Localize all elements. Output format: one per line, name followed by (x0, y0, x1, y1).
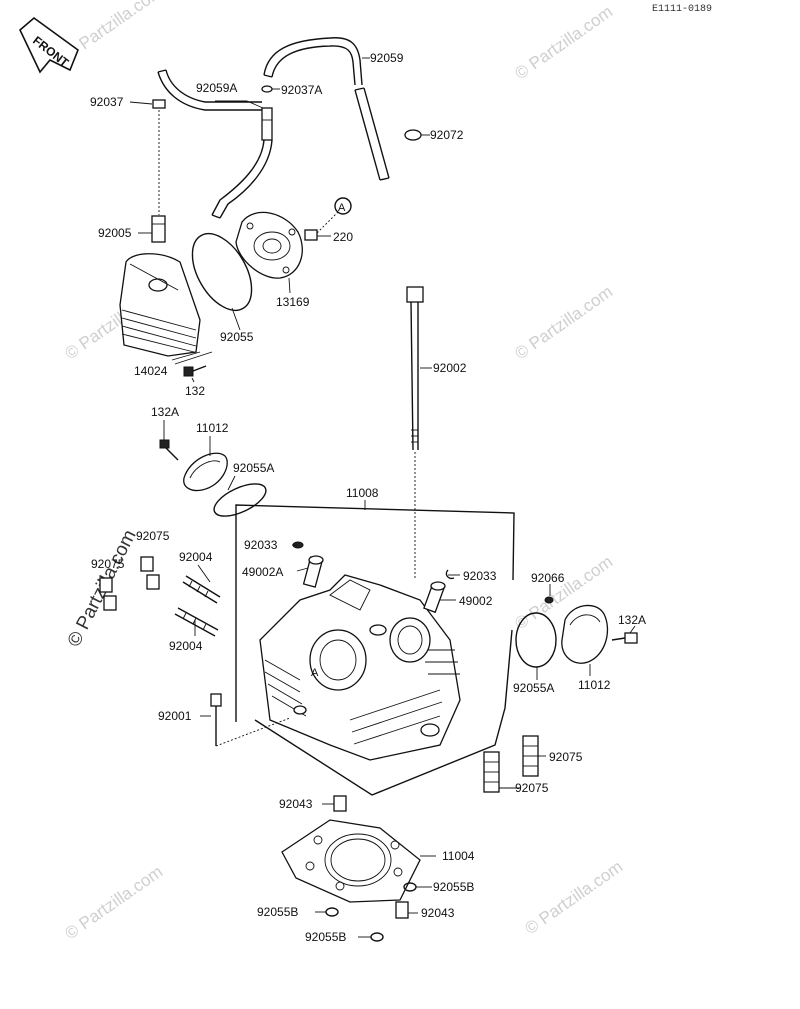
label-92002: 92002 (433, 361, 467, 375)
cylinder-head-outline-11008 (235, 504, 515, 796)
o-ring-92055A-left (213, 483, 267, 517)
label-11012-left: 11012 (196, 421, 229, 435)
label-92055B-right: 92055B (433, 880, 474, 894)
label-92075-a: 92075 (136, 529, 170, 543)
label-132A-right: 132A (618, 613, 646, 627)
callout-a-on-head: A (311, 667, 319, 679)
label-132A-left: 132A (151, 405, 179, 419)
bolt-132A-right (611, 632, 638, 644)
dash-220-a (316, 211, 339, 234)
label-92059A: 92059A (196, 81, 237, 95)
label-92033-right: 92033 (463, 569, 497, 583)
o-ring-92055B-bottom (370, 932, 384, 942)
valve-guide-49002 (423, 581, 446, 614)
cover-plate-13169 (235, 211, 303, 279)
label-92033-left: 92033 (244, 538, 278, 552)
bolt-132A-left (159, 439, 179, 461)
label-92005: 92005 (98, 226, 132, 240)
label-92075-d: 92075 (515, 781, 549, 795)
label-92055B-bottom: 92055B (305, 930, 346, 944)
nuts-92075-right (483, 735, 539, 793)
o-ring-92055 (191, 232, 253, 312)
label-92066: 92066 (531, 571, 565, 585)
breather-hose-92059A (157, 69, 262, 111)
label-92001: 92001 (158, 709, 192, 723)
callout-a-circle: A (334, 197, 352, 215)
stud-92004-upper (182, 575, 221, 604)
side-cap-11012-right (561, 604, 609, 664)
bolt-92001 (210, 693, 222, 746)
label-92055A-left: 92055A (233, 461, 274, 475)
label-220: 220 (333, 230, 353, 244)
watermark-2: © Partzilla.com (511, 2, 616, 83)
label-132: 132 (185, 384, 205, 398)
label-49002A: 49002A (242, 565, 283, 579)
dash-92001-head (215, 717, 291, 747)
dowel-92043-top (333, 795, 347, 812)
bolt-220 (304, 229, 318, 241)
label-11004: 11004 (442, 849, 475, 863)
hose-clip-92072 (404, 129, 422, 141)
label-92075-b: 92075 (91, 557, 125, 571)
label-92004-b: 92004 (169, 639, 203, 653)
dowel-92043-bottom (395, 901, 409, 919)
connector-92037A (261, 85, 273, 141)
label-92055: 92055 (220, 330, 254, 344)
label-13169: 13169 (276, 295, 310, 309)
front-arrow-badge: FRONT (19, 16, 79, 74)
label-92043-top: 92043 (279, 797, 313, 811)
cylinder-head-11008: A (259, 574, 461, 761)
valve-guide-49002A (302, 555, 324, 588)
watermark-6: © Partzilla.com (61, 862, 166, 943)
label-92043-bottom: 92043 (421, 906, 455, 920)
callout-a-circle-label: A (338, 202, 346, 214)
watermark-7: © Partzilla.com (521, 857, 626, 938)
pin-92066 (544, 596, 554, 604)
label-92055B-left: 92055B (257, 905, 298, 919)
breather-tube-92072 (354, 87, 390, 181)
watermark-4: © Partzilla.com (511, 282, 616, 363)
part-labels: 92059 92059A 92037A 92037 92072 92005 22… (90, 51, 646, 944)
side-cap-11012-left (183, 452, 228, 492)
diagram-code: E1111-0189 (652, 4, 712, 15)
leader-lines (129, 57, 636, 938)
fitting-92005 (151, 215, 166, 243)
stud-92004-lower (174, 607, 219, 637)
label-92037A: 92037A (281, 83, 322, 97)
long-stud-92002 (406, 286, 424, 451)
label-92075-c: 92075 (549, 750, 583, 764)
clip-92037 (152, 99, 166, 109)
label-14024: 14024 (134, 364, 168, 378)
label-49002: 49002 (459, 594, 493, 608)
label-11008: 11008 (346, 486, 379, 500)
label-11012-right: 11012 (578, 678, 611, 692)
oil-seal-92033-right (445, 569, 455, 580)
o-ring-92055A-right (515, 612, 557, 668)
label-92055A-right: 92055A (513, 681, 554, 695)
valve-cover-14024 (119, 253, 201, 357)
hose-down-left (211, 139, 273, 219)
label-92072: 92072 (430, 128, 464, 142)
nuts-92075-left (99, 556, 160, 611)
breather-hose-92059 (263, 37, 363, 86)
head-gasket-11004 (281, 819, 421, 903)
o-ring-92055B-left (325, 907, 339, 917)
label-92059: 92059 (370, 51, 404, 65)
label-92037: 92037 (90, 95, 124, 109)
bolt-132 (183, 365, 207, 377)
label-92004-a: 92004 (179, 550, 213, 564)
